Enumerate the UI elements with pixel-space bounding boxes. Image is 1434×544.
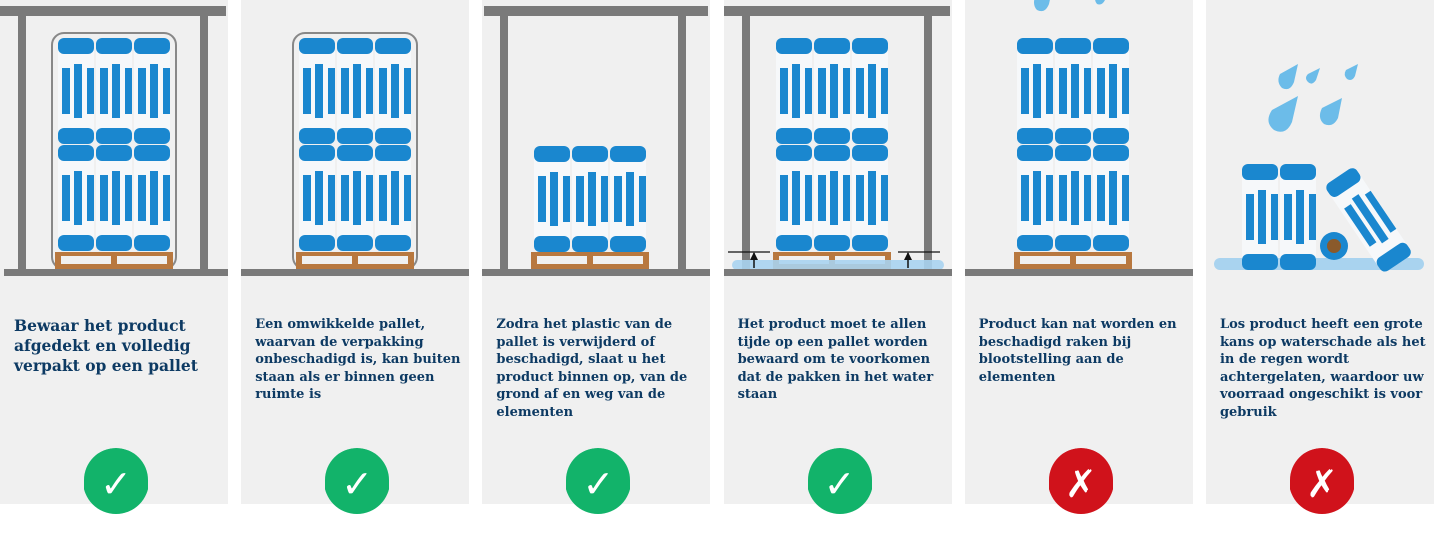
illustration-pallet-above-water (723, 0, 952, 290)
status-badge: ✓ (325, 448, 390, 544)
barrel (337, 145, 374, 251)
shelter-frame (484, 6, 709, 270)
status-badge: ✓ (566, 448, 631, 544)
status-badge: ✓ (84, 448, 148, 544)
cross-icon: ✗ (1306, 462, 1338, 506)
barrel (375, 38, 412, 144)
status-badge: ✓ (807, 448, 872, 544)
guideline-caption: Product kan nat worden en beschadigd rak… (978, 317, 1177, 385)
checkmark-icon: ✓ (823, 462, 856, 506)
barrel (775, 38, 812, 144)
barrel (58, 145, 94, 251)
guideline-caption: Bewaar het product afgedekt en volledig … (14, 316, 198, 375)
guideline-caption: Los product heeft een grote kans op wate… (1219, 317, 1426, 420)
barrel (1092, 38, 1129, 144)
shelter-frame (723, 6, 950, 270)
floor (964, 269, 1193, 276)
barrel (813, 145, 850, 251)
guideline-panel-5: Product kan nat worden en beschadigd rak… (964, 0, 1193, 514)
barrel (96, 145, 132, 251)
barrel (337, 38, 374, 144)
guideline-panel-2: Een omwikkelde pallet, waarvan de verpak… (241, 0, 470, 514)
barrel (299, 38, 336, 144)
wooden-pallet (296, 252, 415, 269)
loose-barrels (1241, 164, 1316, 270)
illustration-covered-pallet-indoors (0, 0, 228, 290)
checkmark-icon: ✓ (341, 462, 374, 506)
checkmark-icon: ✓ (582, 462, 615, 506)
status-badge: ✗ (1289, 448, 1354, 544)
water-puddle (731, 260, 944, 270)
illustration-exposed-to-elements (964, 0, 1193, 290)
barrel (375, 145, 412, 251)
wooden-pallet (1013, 252, 1132, 269)
barrel-stack (58, 38, 170, 251)
barrel (1241, 164, 1278, 270)
wooden-pallet (531, 252, 650, 269)
barrel (299, 145, 336, 251)
illustration-unwrapped-indoors (482, 0, 711, 290)
fallen-barrel-end (1319, 232, 1348, 260)
barrel (1016, 38, 1053, 144)
height-marker-right (897, 251, 940, 268)
barrel-stack (299, 38, 412, 251)
illustration-loose-product-in-rain (1206, 0, 1434, 290)
guideline-caption: Zodra het plastic van de pallet is verwi… (496, 317, 688, 420)
wooden-pallet (55, 252, 173, 269)
barrel (813, 38, 850, 144)
barrel (851, 38, 888, 144)
status-badge: ✗ (1048, 448, 1113, 544)
height-marker-left (727, 251, 770, 268)
barrel (775, 145, 812, 251)
toppled-barrel (1326, 168, 1411, 272)
illustration-wrapped-pallet-outdoors (241, 0, 470, 290)
barrel (134, 145, 170, 251)
floor (723, 269, 952, 276)
barrel-stack (534, 146, 647, 252)
barrel (1326, 168, 1411, 272)
floor (4, 269, 228, 276)
guideline-panel-6: Los product heeft een grote kans op wate… (1205, 0, 1434, 514)
barrel (1092, 145, 1129, 251)
barrel-stack (1016, 38, 1129, 251)
guideline-panel-3: Zodra het plastic van de pallet is verwi… (482, 0, 711, 514)
barrel-stack (775, 38, 888, 251)
barrel (1016, 145, 1053, 251)
barrel (1279, 164, 1316, 270)
barrel (1054, 38, 1091, 144)
rain-drops (1033, 0, 1105, 12)
barrel (96, 38, 132, 144)
barrel (134, 38, 170, 144)
guideline-panel-4: Het product moet te allen tijde op een p… (723, 0, 952, 514)
barrel (610, 146, 647, 252)
barrel (572, 146, 609, 252)
guideline-panel-1: Bewaar het product afgedekt en volledig … (0, 0, 228, 514)
guideline-caption: Het product moet te allen tijde op een p… (737, 317, 934, 402)
barrel (851, 145, 888, 251)
floor (482, 269, 711, 276)
floor (241, 269, 470, 276)
barrel (58, 38, 94, 144)
cross-icon: ✗ (1064, 462, 1097, 506)
guideline-caption: Een omwikkelde pallet, waarvan de verpak… (255, 317, 461, 402)
rain-drops (1268, 64, 1358, 132)
barrel (534, 146, 571, 252)
barrel (1054, 145, 1091, 251)
shelter-frame (0, 6, 226, 270)
checkmark-icon: ✓ (100, 462, 132, 506)
